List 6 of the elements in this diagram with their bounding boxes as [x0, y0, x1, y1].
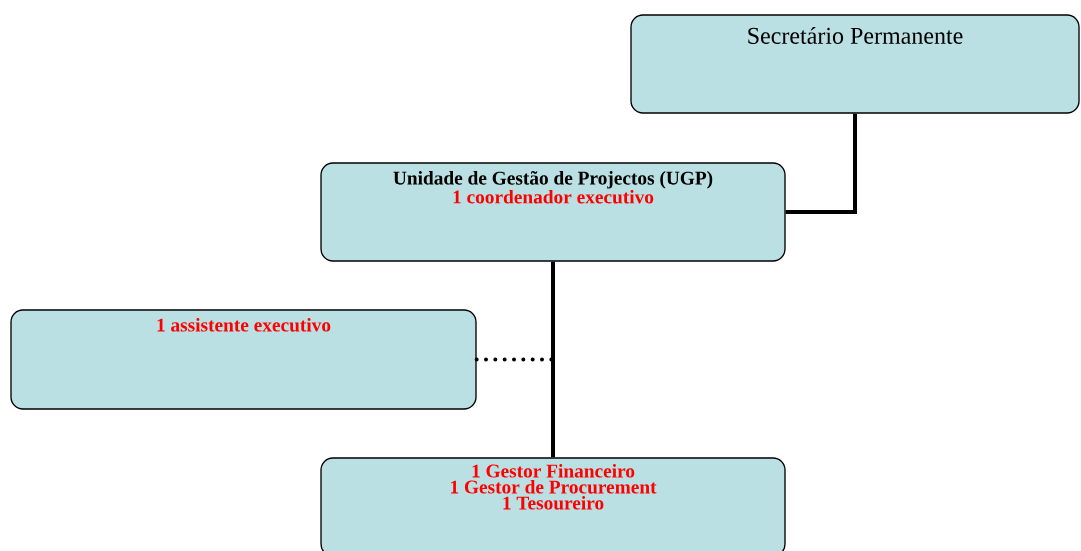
org-box: 1 assistente executivo	[10, 309, 477, 410]
connector-line	[551, 261, 555, 458]
org-box: Secretário Permanente	[630, 14, 1080, 114]
org-box: 1 Gestor Financeiro 1 Gestor de Procurement 1 Tesoureiro	[320, 457, 786, 551]
org-box: Unidade de Gestão de Projectos (UGP) 1 coordenador executivo	[320, 162, 786, 262]
connector-line	[785, 113, 857, 214]
